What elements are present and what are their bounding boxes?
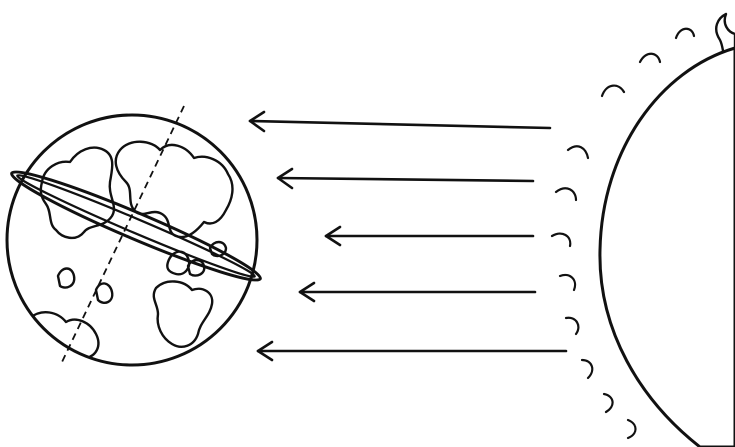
sun-ray-arrow xyxy=(326,227,533,245)
sun-ray-arrow xyxy=(278,169,533,188)
sun-disc xyxy=(600,48,735,447)
earth-icon xyxy=(7,106,266,365)
sun-ray-arrow xyxy=(258,342,566,360)
sun-rays xyxy=(250,112,566,360)
sun-ray-arrow xyxy=(250,112,550,131)
sun-ray-arrow xyxy=(300,283,535,301)
sun-icon xyxy=(552,14,735,447)
